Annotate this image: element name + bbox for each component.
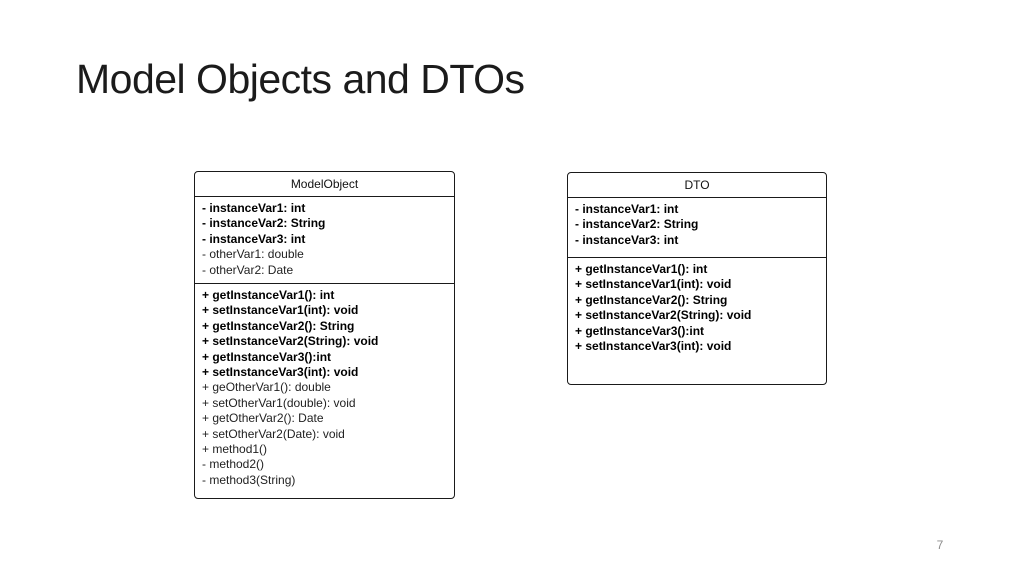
uml-method: + setInstanceVar2(String): void xyxy=(575,308,752,323)
uml-method: + setInstanceVar3(int): void xyxy=(575,339,732,354)
uml-attribute: - instanceVar2: String xyxy=(575,217,699,232)
uml-class-dto-name: DTO xyxy=(568,173,826,198)
uml-modelobject-attributes-section: - instanceVar1: int - instanceVar2: Stri… xyxy=(195,197,454,284)
page-number: 7 xyxy=(936,538,944,552)
uml-method: + geOtherVar1(): double xyxy=(202,380,331,395)
uml-attribute: - instanceVar3: int xyxy=(575,232,679,247)
uml-method: + setInstanceVar1(int): void xyxy=(575,277,732,292)
uml-method: + setOtherVar2(Date): void xyxy=(202,426,345,441)
uml-attribute: - otherVar2: Date xyxy=(202,262,294,277)
uml-class-modelobject: ModelObject - instanceVar1: int - instan… xyxy=(194,171,455,499)
uml-dto-methods-section: + getInstanceVar1(): int + setInstanceVa… xyxy=(568,258,826,383)
uml-method: + getInstanceVar3():int xyxy=(575,323,705,338)
uml-dto-attributes-section: - instanceVar1: int - instanceVar2: Stri… xyxy=(568,198,826,258)
uml-method: + getInstanceVar2(): String xyxy=(575,292,728,307)
uml-method: + getInstanceVar1(): int xyxy=(575,262,708,276)
uml-method: + setInstanceVar1(int): void xyxy=(202,303,359,318)
uml-attribute: - instanceVar3: int xyxy=(202,231,306,246)
uml-method: + setOtherVar1(double): void xyxy=(202,395,356,410)
uml-method: + getInstanceVar3():int xyxy=(202,349,332,364)
uml-attribute: - instanceVar2: String xyxy=(202,216,326,231)
uml-method: + setInstanceVar2(String): void xyxy=(202,334,379,349)
uml-method: + getInstanceVar2(): String xyxy=(202,318,355,333)
uml-class-dto: DTO - instanceVar1: int - instanceVar2: … xyxy=(567,172,827,385)
slide-title: Model Objects and DTOs xyxy=(76,56,525,102)
uml-attribute: - instanceVar1: int xyxy=(202,201,306,215)
uml-method: - method3(String) xyxy=(202,472,296,487)
uml-method: + setInstanceVar3(int): void xyxy=(202,365,359,380)
uml-modelobject-methods-section: + getInstanceVar1(): int + setInstanceVa… xyxy=(195,284,454,495)
uml-method: + getInstanceVar1(): int xyxy=(202,288,335,302)
uml-method: - method2() xyxy=(202,457,265,472)
uml-attribute: - instanceVar1: int xyxy=(575,202,679,216)
uml-class-modelobject-name: ModelObject xyxy=(195,172,454,197)
uml-method: + getOtherVar2(): Date xyxy=(202,411,324,426)
uml-attribute: - otherVar1: double xyxy=(202,247,304,262)
uml-method: + method1() xyxy=(202,442,268,457)
